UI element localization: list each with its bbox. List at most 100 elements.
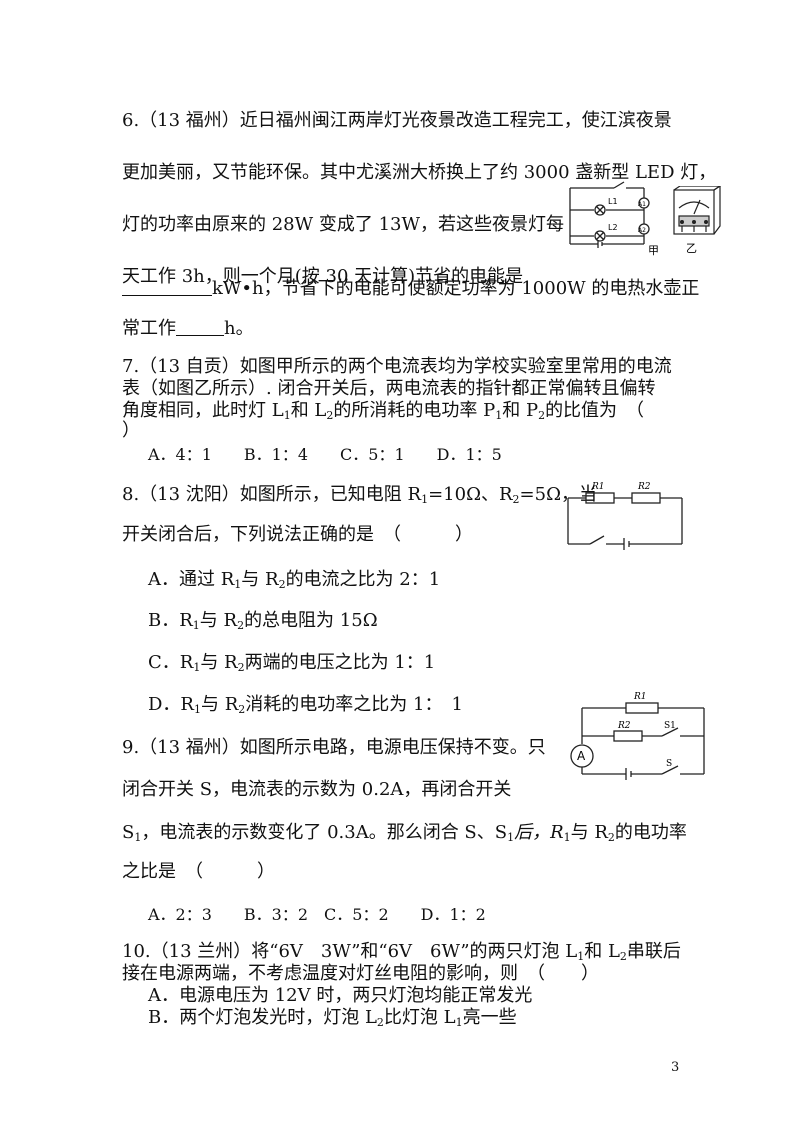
- text: B．两个灯泡发光时，灯泡 L: [148, 1007, 377, 1028]
- subscript: 1: [577, 950, 585, 963]
- text: 两端的电压之比为 1：1: [244, 652, 436, 673]
- q6-line-4: 天工作 3h，则一个月(按 30 天计算)节省的电能是: [122, 266, 524, 287]
- subscript: 2: [512, 493, 520, 506]
- q9-line-3: S1，电流表的示数变化了 0.3A。那么闭合 S、S1后，R1与 R2的电功率: [122, 822, 687, 844]
- q8-option-d: D．R1与 R2消耗的电功率之比为 1： 1: [148, 694, 463, 716]
- q10-line-2: 接在电源两端，不考虑温度对灯丝电阻的影响，则 （ ）: [122, 963, 599, 984]
- text: 与 R: [200, 652, 238, 673]
- answer-blank: [122, 279, 212, 296]
- label-l2: L2: [608, 223, 618, 232]
- label-a2: A2: [638, 227, 646, 234]
- label-l1: L1: [608, 197, 618, 206]
- text: 8.（13 沈阳）如图所示，已知电阻 R: [122, 484, 422, 505]
- q8-line-2: 开关闭合后，下列说法正确的是 （ ）: [122, 524, 473, 545]
- q6-ammeter-picture: 乙: [670, 186, 730, 256]
- text: 与 R: [570, 822, 608, 843]
- q7-line-2: 表（如图乙所示）. 闭合开关后，两电流表的指针都正常偏转且偏转: [122, 378, 656, 399]
- text: D．R: [148, 694, 194, 715]
- q9-circuit-diagram: A R1 R2 S1 S: [564, 688, 714, 784]
- label-jia: 甲: [648, 244, 659, 256]
- q8-line-1: 8.（13 沈阳）如图所示，已知电阻 R1=10Ω、R2=5Ω，当: [122, 484, 597, 506]
- subscript: 1: [193, 703, 201, 716]
- q8-circuit-diagram: R1 R2: [562, 478, 688, 554]
- q6-line-1: 6.（13 福州）近日福州闽江两岸灯光夜景改造工程完工，使江滨夜景: [122, 110, 672, 131]
- label-s1: S1: [664, 721, 676, 731]
- subscript: 2: [538, 409, 546, 422]
- subscript: 2: [619, 950, 627, 963]
- subscript: 1: [563, 831, 571, 844]
- subscript: 1: [421, 493, 429, 506]
- q6-line-5-text: kW•h，节省下的电能可使额定功率为 1000W 的电热水壶正: [212, 278, 700, 299]
- text: =5Ω，当: [519, 484, 598, 505]
- q6-line-6-after: h。: [224, 318, 254, 339]
- ammeter-label: A: [577, 749, 586, 763]
- subscript: 1: [455, 1016, 463, 1029]
- subscript: 1: [193, 661, 201, 674]
- text: 比灯泡 L: [383, 1007, 456, 1028]
- q6-line-6-before: 常工作: [122, 318, 176, 339]
- q10-option-a: A．电源电压为 12V 时，两只灯泡均能正常发光: [148, 985, 533, 1006]
- q8-option-a: A．通过 R1与 R2的电流之比为 2：1: [148, 569, 440, 591]
- text: S: [122, 822, 135, 843]
- q8-option-b: B．R1与 R2的总电阻为 15Ω: [148, 610, 378, 632]
- text: =10Ω、R: [428, 484, 513, 505]
- q10-option-b: B．两个灯泡发光时，灯泡 L2比灯泡 L1亮一些: [148, 1007, 517, 1029]
- subscript: 2: [237, 619, 245, 632]
- q6-circuit-diagram: L1 L2 A1 A2 甲: [564, 176, 664, 256]
- text: 亮一些: [462, 1007, 517, 1028]
- text: 与 R: [199, 610, 238, 631]
- text: 消耗的电功率之比为 1： 1: [245, 694, 463, 715]
- subscript: 1: [283, 409, 291, 422]
- q10-line-1: 10.（13 兰州）将“6V 3W”和“6V 6W”的两只灯泡 L1和 L2串联…: [122, 941, 681, 963]
- subscript: 2: [326, 409, 334, 422]
- subscript: 2: [278, 578, 286, 591]
- text: B．R: [148, 610, 193, 631]
- answer-blank: [176, 319, 224, 336]
- q7-options: A．4：1 B．1：4 C．5：1 D．1：5: [148, 445, 502, 464]
- q6-line-6: 常工作 h。: [122, 318, 254, 340]
- page-number: 3: [671, 1060, 680, 1075]
- label-r1: R1: [633, 692, 647, 702]
- text: 角度相同，此时灯 L: [122, 400, 284, 421]
- label-s: S: [666, 759, 672, 769]
- text: 与 R: [241, 569, 279, 590]
- q6-line-3: 灯的功率由原来的 28W 变成了 13W，若这些夜景灯每: [122, 214, 564, 235]
- subscript: 1: [507, 831, 515, 844]
- q9-line-1: 9.（13 福州）如图所示电路，电源电压保持不变。只: [122, 737, 546, 758]
- text: 的所消耗的电功率 P: [333, 400, 496, 421]
- text: 的电流之比为 2：1: [285, 569, 441, 590]
- q7-line-1: 7.（13 自贡）如图甲所示的两个电流表均为学校实验室里常用的电流: [122, 356, 672, 377]
- subscript: 1: [192, 619, 200, 632]
- text: A．通过 R: [148, 569, 235, 590]
- label-a1: A1: [638, 201, 646, 208]
- subscript: 1: [495, 409, 503, 422]
- label-r2: R2: [617, 721, 631, 731]
- text: 后，R: [514, 822, 564, 843]
- text: 和 L: [584, 941, 620, 962]
- text: 的电功率: [614, 822, 687, 843]
- subscript: 2: [376, 1016, 384, 1029]
- subscript: 2: [607, 831, 615, 844]
- text: 的比值为 （: [545, 400, 645, 421]
- q9-options: A．2：3 B．3：2 C．5：2 D．1：2: [148, 905, 486, 924]
- subscript: 2: [237, 661, 245, 674]
- text: 10.（13 兰州）将“6V 3W”和“6V 6W”的两只灯泡 L: [122, 941, 578, 962]
- q9-line-4: 之比是 （ ）: [122, 861, 275, 882]
- q6-line-5: kW•h，节省下的电能可使额定功率为 1000W 的电热水壶正: [122, 278, 699, 300]
- label-r2: R2: [637, 482, 651, 492]
- q8-option-c: C．R1与 R2两端的电压之比为 1：1: [148, 652, 435, 674]
- q6-line-2: 更加美丽，又节能环保。其中尤溪洲大桥换上了约 3000 盏新型 LED 灯，: [122, 162, 717, 183]
- subscript: 2: [238, 703, 246, 716]
- label-yi: 乙: [686, 242, 697, 255]
- text: ，电流表的示数变化了 0.3A。那么闭合 S、S: [141, 822, 508, 843]
- text: 和 L: [290, 400, 327, 421]
- q9-line-2: 闭合开关 S，电流表的示数为 0.2A，再闭合开关: [122, 779, 512, 800]
- q7-line-3: 角度相同，此时灯 L1和 L2的所消耗的电功率 P1和 P2的比值为 （: [122, 400, 644, 422]
- text: 与 R: [200, 694, 239, 715]
- subscript: 1: [134, 831, 142, 844]
- text: 和 P: [502, 400, 539, 421]
- text: 的总电阻为 15Ω: [244, 610, 378, 631]
- label-r1: R1: [591, 482, 605, 492]
- q7-line-4: ）: [122, 420, 140, 441]
